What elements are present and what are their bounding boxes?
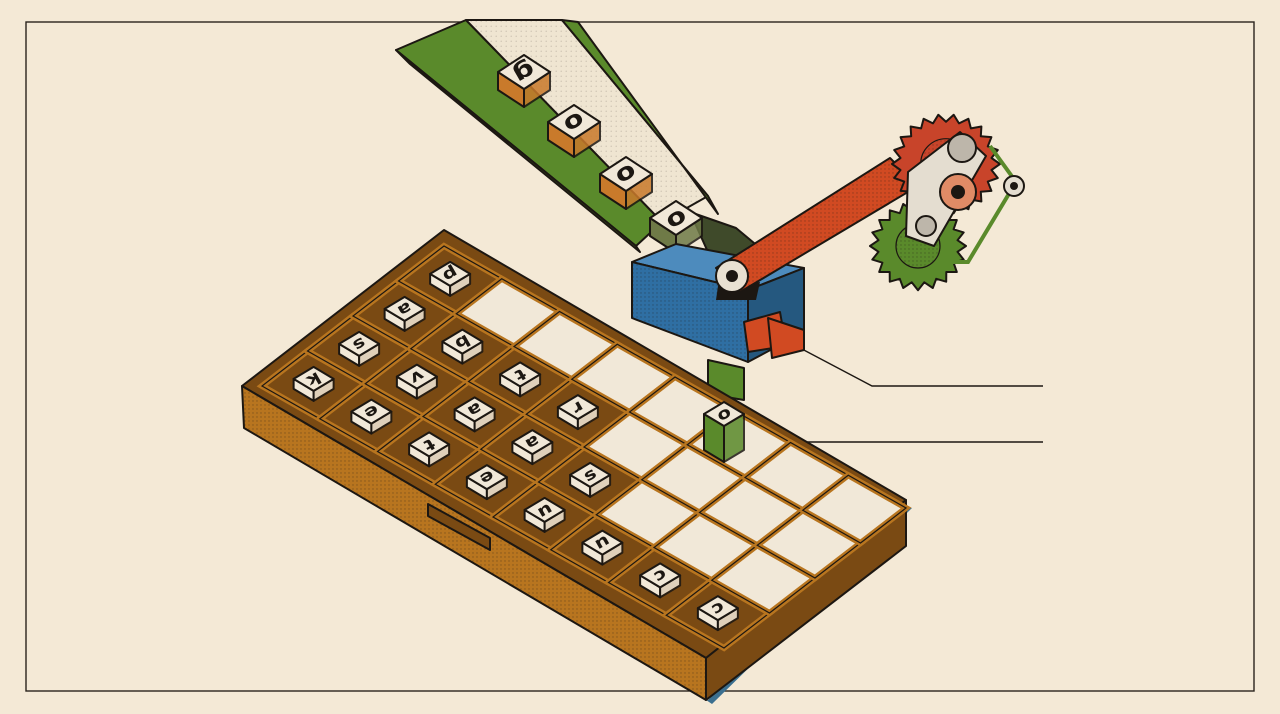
- tray-type: t: [499, 361, 542, 398]
- tray-cell: c: [660, 576, 775, 652]
- tray-pull-handle: [427, 503, 491, 551]
- callout-line-gripper: [799, 347, 1043, 387]
- held-type: o: [703, 401, 745, 463]
- tray-type: c: [639, 562, 682, 599]
- hopper-right-rail: [561, 19, 719, 215]
- tray-type: s: [569, 461, 612, 498]
- tray-type: c: [696, 595, 739, 632]
- tray-type: e: [350, 398, 393, 435]
- frame-border: [25, 21, 1255, 692]
- gear-hub-low: [915, 215, 937, 237]
- gripper-jaw-right: [767, 317, 805, 359]
- tray-cell: [797, 471, 912, 547]
- tray-type: e: [465, 464, 508, 501]
- tray-type: a: [511, 429, 554, 466]
- tray-type: r: [556, 394, 599, 431]
- tray-type: a: [453, 396, 496, 433]
- held-type-block: o: [703, 401, 745, 463]
- callout-lines: [745, 347, 1043, 443]
- tray-type: s: [338, 330, 381, 367]
- hopper-type-1: o: [547, 104, 601, 158]
- tray-type: b: [441, 328, 484, 365]
- tray-type: t: [408, 431, 451, 468]
- tray-type: a: [383, 295, 426, 332]
- tray-type: p: [429, 260, 472, 297]
- gripper: [743, 311, 805, 359]
- gear-assembly: [869, 113, 1025, 292]
- tray-type: k: [292, 365, 335, 402]
- crank-arm: [715, 157, 919, 293]
- drive-belt: [940, 144, 1019, 264]
- tray-type: v: [395, 363, 438, 400]
- gear-hub-top: [947, 133, 977, 163]
- hopper-type-0: g: [497, 54, 551, 108]
- tray-type: u: [581, 529, 624, 566]
- tray-type: n: [523, 496, 566, 533]
- hopper-outer-side: [395, 49, 641, 253]
